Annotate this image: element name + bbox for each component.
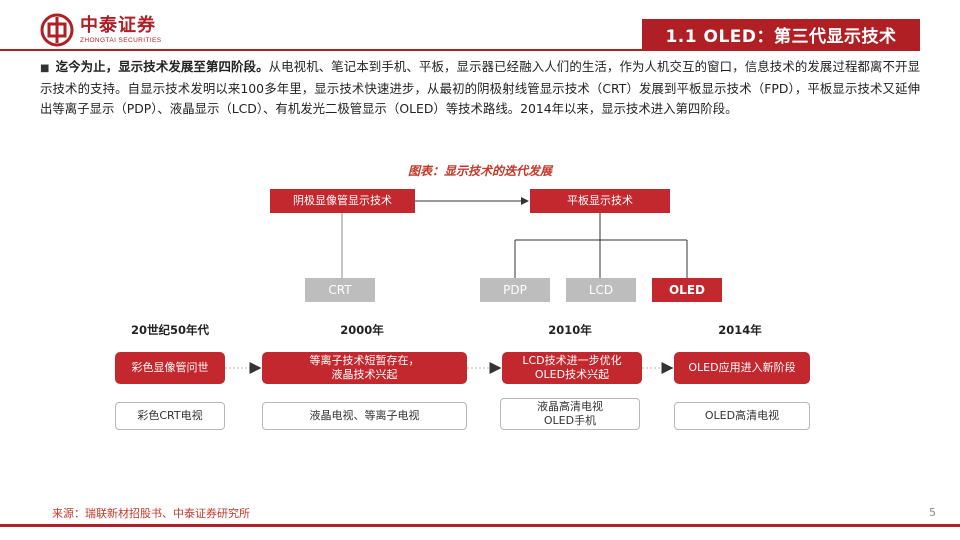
company-logo: 中泰证券 ZHONGTAI SECURITIES [40, 12, 190, 48]
year-label-2000: 2000年 [340, 323, 384, 337]
product-box-2014: OLED高清电视 [674, 402, 810, 430]
year-label-1950s: 20世纪50年代 [130, 323, 209, 337]
header-divider [0, 49, 920, 51]
event-2010-line2: OLED技术兴起 [534, 368, 610, 381]
intro-paragraph: ■ 迄今为止，显示技术发展至第四阶段。从电视机、笔记本到手机、平板，显示器已经融入… [40, 57, 920, 119]
flat-panel-technology-box: 平板显示技术 [530, 189, 670, 213]
event-2010-line1: LCD技术进一步优化 [522, 354, 622, 367]
product-box-2010: 液晶高清电视 OLED手机 [500, 398, 640, 430]
product-box-1950s: 彩色CRT电视 [115, 402, 225, 430]
event-2000-line1: 等离子技术短暂存在， [309, 354, 420, 367]
product-box-2000: 液晶电视、等离子电视 [262, 402, 467, 430]
year-label-2014: 2014年 [718, 323, 762, 337]
paragraph-body: 从电视机、笔记本到手机、平板，显示器已经融入人们的生活，作为人机交互的窗口，信息… [40, 59, 921, 116]
square-bullet-icon: ■ [40, 63, 50, 74]
lcd-box: LCD [566, 278, 636, 302]
year-label-2010: 2010年 [548, 323, 592, 337]
logo-chinese-name: 中泰证券 [80, 14, 156, 36]
product-2010-line2: OLED手机 [543, 414, 597, 427]
event-box-1950s: 彩色显像管问世 [115, 352, 225, 384]
product-2010-line1: 液晶高清电视 [537, 400, 603, 413]
paragraph-lead: 迄今为止，显示技术发展至第四阶段。 [55, 59, 269, 74]
event-box-2014: OLED应用进入新阶段 [674, 352, 810, 384]
crt-box: CRT [305, 278, 375, 302]
figure-title: 图表：显示技术的迭代发展 [407, 164, 552, 178]
zhongtai-logo-icon [40, 13, 74, 47]
oled-box: OLED [652, 278, 722, 302]
event-box-2000: 等离子技术短暂存在， 液晶技术兴起 [262, 352, 467, 384]
pdp-box: PDP [480, 278, 550, 302]
logo-english-name: ZHONGTAI SECURITIES [80, 36, 162, 44]
slide-title: 1.1 OLED：第三代显示技术 [642, 19, 920, 49]
source-note: 来源：瑞联新材招股书、中泰证券研究所 [52, 507, 250, 520]
page-number: 5 [929, 506, 936, 519]
footer-divider [0, 524, 960, 527]
crt-technology-box: 阴极显像管显示技术 [270, 189, 415, 213]
event-2000-line2: 液晶技术兴起 [331, 368, 398, 381]
event-box-2010: LCD技术进一步优化 OLED技术兴起 [502, 352, 642, 384]
